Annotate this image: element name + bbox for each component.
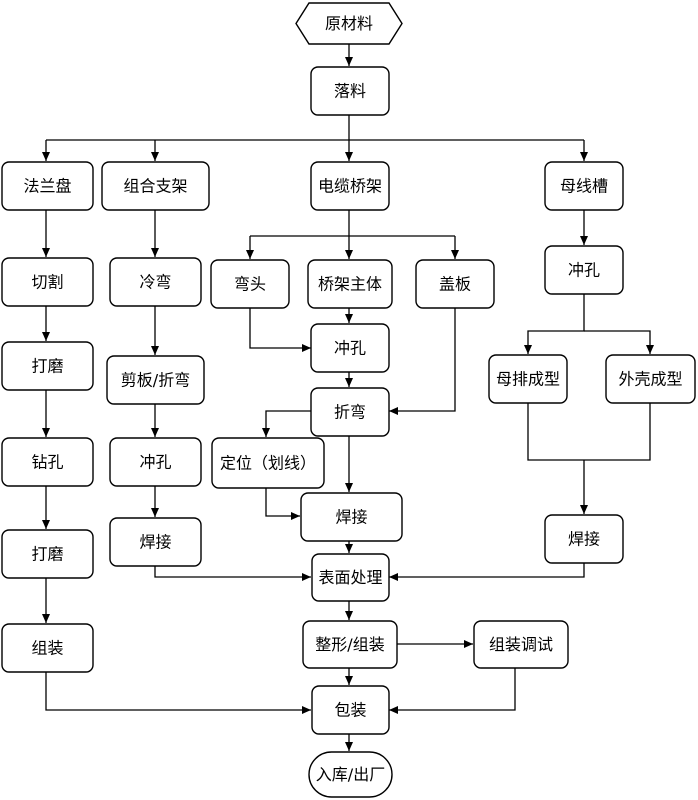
node-tray-bend: 折弯 xyxy=(310,387,390,437)
node-bracket-coldbend-label: 冷弯 xyxy=(139,273,171,292)
node-tray-position-label: 定位（划线） xyxy=(220,454,316,473)
edge-busweld-surface xyxy=(389,563,585,581)
node-cable-tray: 电缆桥架 xyxy=(310,161,390,211)
node-packing-label: 包装 xyxy=(334,701,366,720)
node-tray-punch-label: 冲孔 xyxy=(334,339,366,358)
node-bracket-punch-label: 冲孔 xyxy=(139,453,171,472)
node-flange-assemble: 组装 xyxy=(1,623,94,673)
node-bracket-weld: 焊接 xyxy=(109,517,202,567)
node-tray-body: 桥架主体 xyxy=(307,259,393,309)
node-bracket: 组合支架 xyxy=(101,161,210,211)
node-tray-cover-label: 盖板 xyxy=(439,275,471,294)
edge-forms-join xyxy=(527,403,651,461)
node-busbar-trough: 母线槽 xyxy=(544,161,624,211)
node-surface-label: 表面处理 xyxy=(318,568,382,587)
edge-debug-packing xyxy=(389,668,516,714)
node-raw-material-label: 原材料 xyxy=(325,14,373,33)
node-bus-bar-form: 母排成型 xyxy=(488,354,568,404)
node-bracket-shear-label: 剪板/折弯 xyxy=(121,371,190,390)
node-tray-elbow: 弯头 xyxy=(210,259,290,309)
node-bus-bar-form-label: 母排成型 xyxy=(496,370,560,389)
edge-position-weld xyxy=(265,488,300,520)
node-debug-label: 组装调试 xyxy=(489,635,553,654)
node-tray-bend-label: 折弯 xyxy=(334,403,366,422)
node-flange-grind-1: 打磨 xyxy=(1,341,94,391)
edge-bracketweld-surface xyxy=(154,566,311,581)
node-flange-grind-2: 打磨 xyxy=(1,529,94,579)
node-bus-shell-form-label: 外壳成型 xyxy=(618,370,682,389)
node-flange-label: 法兰盘 xyxy=(23,177,71,196)
node-tray-weld-label: 焊接 xyxy=(335,508,367,527)
node-raw-material: 原材料 xyxy=(295,2,403,45)
node-bus-weld: 焊接 xyxy=(544,514,624,564)
node-packing: 包装 xyxy=(311,685,390,735)
node-bus-shell-form: 外壳成型 xyxy=(605,354,696,404)
edge-punch-fork xyxy=(524,294,585,354)
node-flange-cut-label: 切割 xyxy=(31,273,63,292)
node-blanking-label: 落料 xyxy=(334,82,366,101)
node-bracket-label: 组合支架 xyxy=(123,177,187,196)
node-bus-punch-label: 冲孔 xyxy=(568,261,600,280)
node-busbar-trough-label: 母线槽 xyxy=(560,177,608,196)
node-surface: 表面处理 xyxy=(311,553,390,602)
node-flange-drill-label: 钻孔 xyxy=(31,453,63,472)
node-warehouse: 入库/出厂 xyxy=(308,751,393,798)
node-blanking: 落料 xyxy=(310,66,390,116)
node-shaping-label: 整形/组装 xyxy=(315,635,384,654)
node-bracket-punch: 冲孔 xyxy=(109,437,202,487)
node-tray-cover: 盖板 xyxy=(415,259,495,309)
node-tray-position: 定位（划线） xyxy=(211,437,325,489)
node-warehouse-label: 入库/出厂 xyxy=(316,765,385,784)
edge-assemble-packing xyxy=(45,672,311,714)
node-bracket-coldbend: 冷弯 xyxy=(109,257,202,307)
node-bus-weld-label: 焊接 xyxy=(568,530,600,549)
node-tray-weld: 焊接 xyxy=(300,492,403,542)
node-flange-drill: 钻孔 xyxy=(1,437,94,487)
node-bracket-weld-label: 焊接 xyxy=(139,533,171,552)
node-tray-body-label: 桥架主体 xyxy=(318,275,382,294)
node-flange-assemble-label: 组装 xyxy=(31,639,63,658)
node-tray-elbow-label: 弯头 xyxy=(234,275,266,294)
node-flange-grind-2-label: 打磨 xyxy=(31,545,63,564)
edge-elbow-punch xyxy=(249,308,311,352)
node-debug: 组装调试 xyxy=(473,620,569,669)
node-cable-tray-label: 电缆桥架 xyxy=(318,177,382,196)
node-tray-punch: 冲孔 xyxy=(310,323,390,373)
node-flange: 法兰盘 xyxy=(1,161,94,211)
node-flange-cut: 切割 xyxy=(1,257,94,307)
node-shaping: 整形/组装 xyxy=(302,620,398,669)
edge-cover-bend xyxy=(389,308,456,415)
node-bracket-shear: 剪板/折弯 xyxy=(106,355,205,405)
node-bus-punch: 冲孔 xyxy=(544,245,624,295)
flow-connectors xyxy=(42,44,654,751)
edge-punch-shell xyxy=(584,330,654,354)
node-flange-grind-1-label: 打磨 xyxy=(31,357,63,376)
edge-bend-position xyxy=(262,410,311,437)
